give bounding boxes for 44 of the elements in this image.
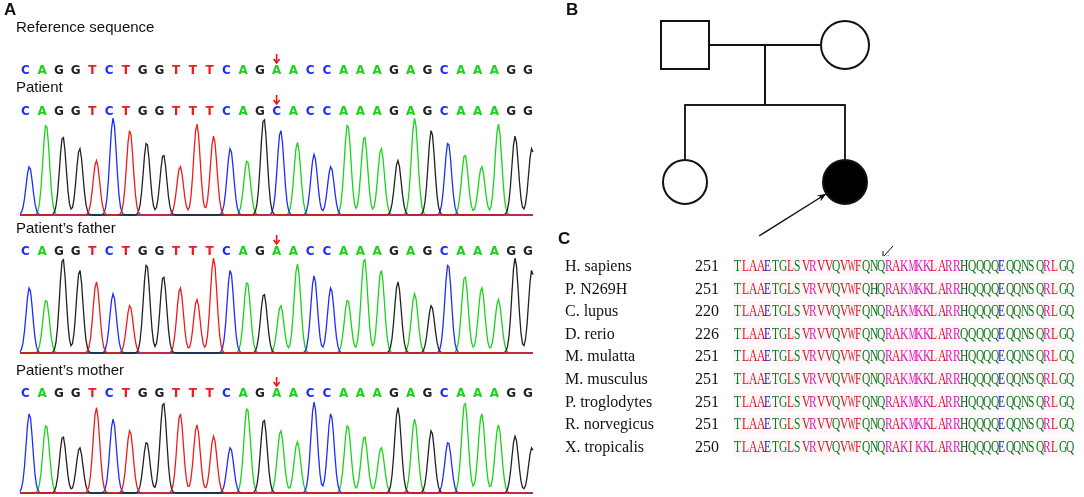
position-number: 251 <box>695 278 719 299</box>
protein-sequence: TLAAETGLSVRVVQVWFQNQRAKMKKLARRHQQQQEQQNSQRLGQ <box>733 346 1073 367</box>
position-number: 251 <box>695 414 719 435</box>
species-name: H. sapiens <box>565 256 632 276</box>
arrow <box>758 193 827 237</box>
species-name: X. tropicalis <box>565 436 645 457</box>
female-circle <box>820 20 870 70</box>
protein-sequence: TLAAETGLSVRVVQVWFQNQRAKMKKLARRHQQQQEQQNSQRLGQ <box>733 414 1073 435</box>
position-number: 250 <box>695 436 719 457</box>
species-name: R. norvegicus <box>565 414 654 435</box>
sequence-caption: Patient’s mother <box>16 361 125 378</box>
protein-sequence: TLAAETGLSVRVVQVWFQNQRAKMKKLARRHQQQQEQQNSQRLGQ <box>733 301 1073 322</box>
sequence-caption: Patient <box>16 78 63 95</box>
species-name: P. troglodytes <box>565 391 653 412</box>
protein-sequence: TLAAETGLSVRVVQVWFQNQRAKMKKLARRHQQQQEQQNSQRLGQ <box>733 256 1073 276</box>
species-name: P. N269H <box>565 278 628 299</box>
position-number: 226 <box>695 323 719 344</box>
protein-sequence: TLAAETGLSVRVVQVWFQNQRAKIKKLARRHQQQQEQQNSQRLGQ <box>733 436 1073 457</box>
position-number: 251 <box>695 346 719 367</box>
species-name: M. musculus <box>565 369 648 389</box>
base-sequence: C A G G T C T G G T T T C A G C A C C A A A G A G C A A A G G <box>19 104 534 118</box>
position-number: 251 <box>695 369 719 389</box>
protein-sequence: TLAAETGLSVRVVQVWFQNQRAKMKKLARRHQQQQEQQNSQRLGQ <box>733 369 1073 389</box>
species-name: D. rerio <box>565 323 615 344</box>
protein-sequence: TLAAETGLSVRVVQVWFQNQRAKMKKLARRQQQQQEQQNSQRLGQ <box>733 323 1073 344</box>
panel-label: C <box>558 229 571 249</box>
female-circle <box>662 159 708 205</box>
protein-sequence: TLAAETGLSVRVVQVWFQNQRAKMKKLARRHQQQQEQQNSQRLGQ <box>733 391 1073 412</box>
position-number: 251 <box>695 391 719 412</box>
base-sequence: C A G G T C T G G T T T C A G A A C C A A A G A G C A A A G G <box>19 244 534 258</box>
male-square <box>660 20 710 70</box>
base-sequence: C A G G T C T G G T T T C A G A A C C A A A G A G C A A A G G <box>19 63 534 77</box>
affected-female-circle <box>822 159 868 205</box>
panel-label: B <box>566 0 579 20</box>
sequence-caption: Patient’s father <box>16 219 116 236</box>
position-number: 251 <box>695 256 719 276</box>
base-sequence: C A G G T C T G G T T T C A G A A C C A A A G A G C A A A G G <box>19 386 534 400</box>
pedigree-line <box>764 44 846 160</box>
panel-label: A <box>4 0 17 20</box>
protein-sequence: TLAAETGLSVRVVQVWFQHQRAKMKKLARRHQQQQEQQNSQRLGQ <box>733 278 1073 299</box>
sequence-caption: Reference sequence <box>16 18 155 35</box>
position-number: 220 <box>695 301 719 322</box>
species-name: M. mulatta <box>565 346 636 367</box>
species-name: C. lupus <box>565 301 619 322</box>
